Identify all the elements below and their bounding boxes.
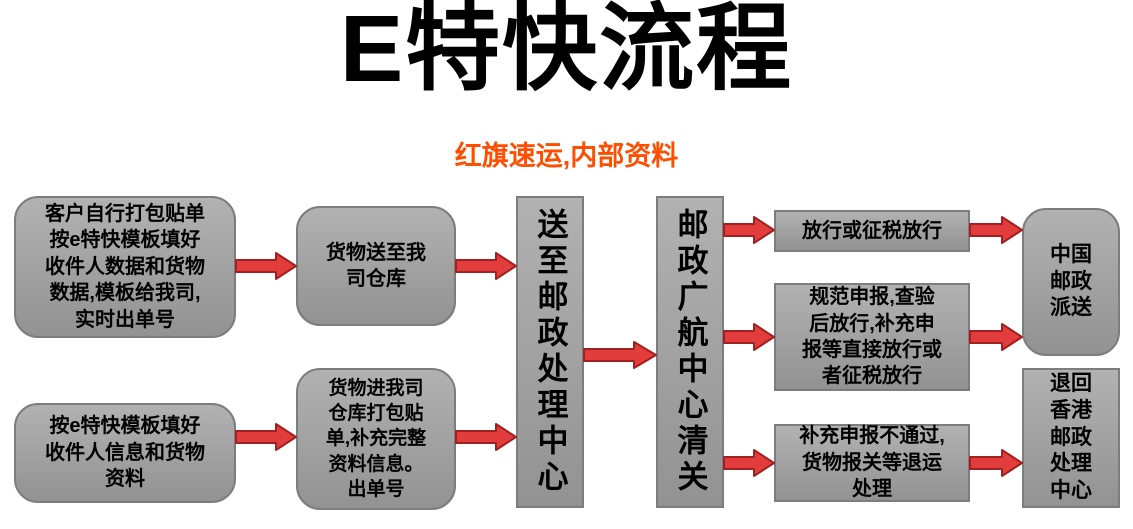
box-customer-self-pack: 客户自行打包贴单按e特快模板填好收件人数据和货物数据,模板给我司,实时出单号	[14, 196, 236, 338]
page-subtitle: 红旗速运,内部资料	[454, 141, 679, 171]
arrow-customs-to-declare	[723, 323, 775, 351]
box-china-post-delivery: 中国邮政派送	[1022, 208, 1120, 356]
page-title: E特快流程	[339, 0, 794, 102]
box-declare-fail: 补充申报不通过,货物报关等退运处理	[774, 424, 970, 502]
box-postal-processing-center: 送至邮政处理中心	[516, 196, 584, 508]
arrow-warehousepack-to-postalcenter	[455, 423, 517, 451]
arrow-selfpack-to-warehouse	[235, 252, 297, 280]
arrow-postalcenter-to-customs	[583, 341, 657, 369]
box-customs-clearance: 邮政广航中心清关	[656, 196, 724, 508]
box-return-hongkong: 退回香港邮政处理中心	[1022, 368, 1120, 508]
arrow-template-to-warehousepack	[235, 423, 297, 451]
arrow-customs-to-release	[723, 216, 775, 244]
arrow-release-to-chinapost	[969, 216, 1023, 244]
box-fill-template: 按e特快模板填好收件人信息和货物资料	[14, 403, 236, 503]
box-warehouse-pack: 货物进我司仓库打包贴单,补充完整资料信息。出单号	[296, 368, 456, 510]
arrow-fail-to-returnhk	[969, 449, 1023, 477]
box-deliver-warehouse: 货物送至我司仓库	[296, 206, 456, 326]
arrow-declare-to-chinapost	[969, 323, 1023, 351]
box-release: 放行或征税放行	[774, 210, 970, 252]
box-declare-release: 规范申报,查验后放行,补充申报等直接放行或者征税放行	[774, 283, 970, 391]
arrow-customs-to-fail	[723, 449, 775, 477]
arrow-warehouse-to-postalcenter	[455, 252, 517, 280]
